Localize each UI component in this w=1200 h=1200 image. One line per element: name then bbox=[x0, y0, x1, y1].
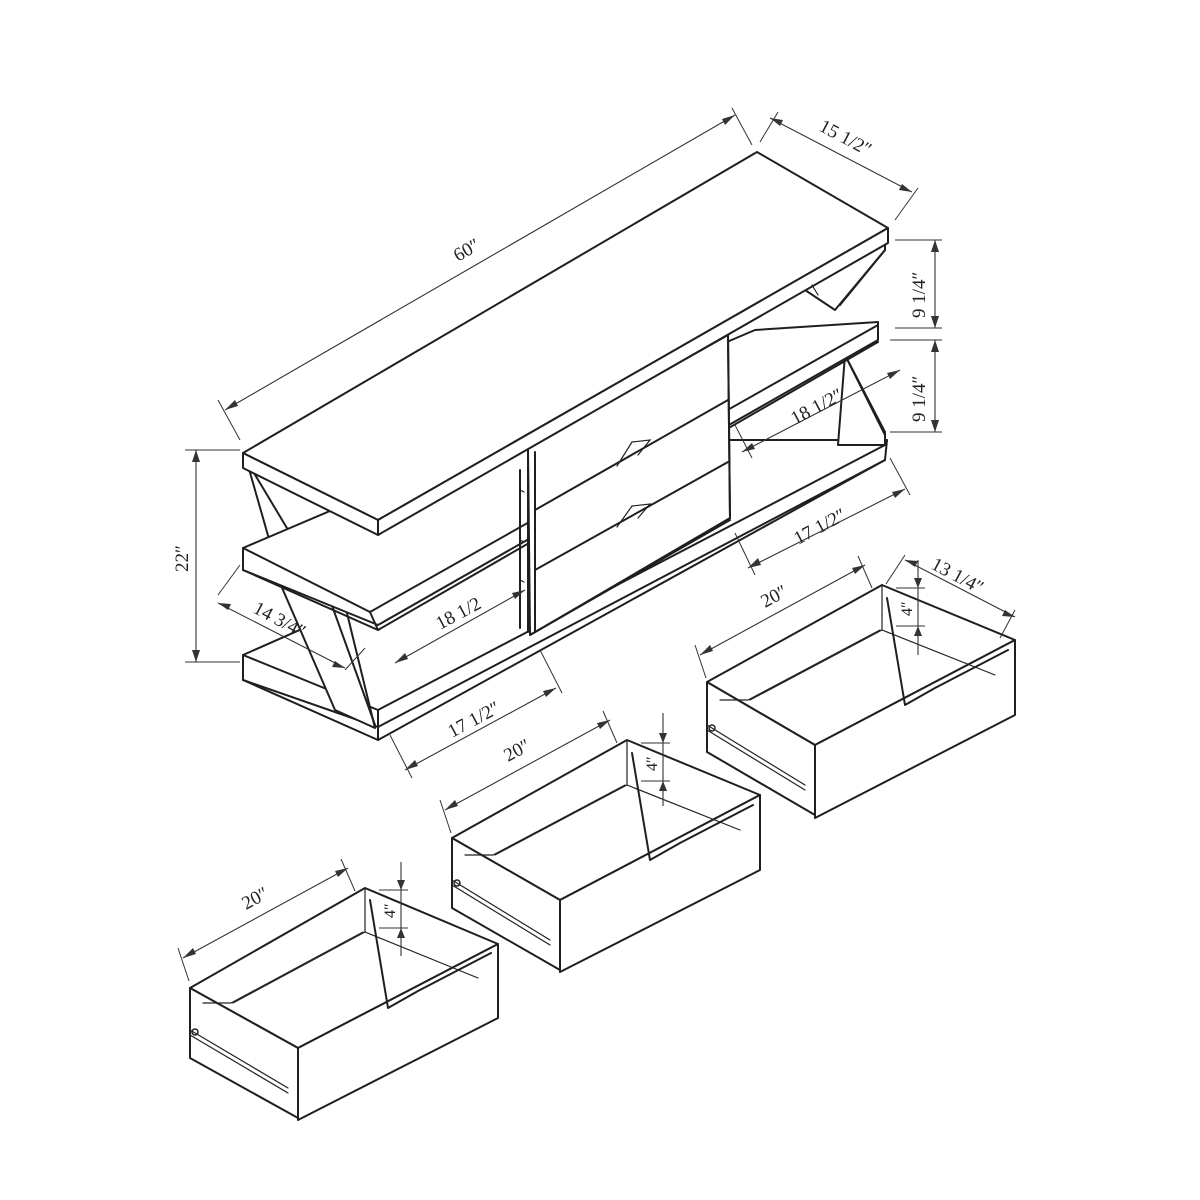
drawer-2-length-label: 20″ bbox=[500, 735, 534, 766]
drawer-1-height-label: 4″ bbox=[899, 601, 916, 616]
upper-gap-dimension-label: 9 1/4″ bbox=[909, 272, 930, 318]
height-dimension-label: 22″ bbox=[172, 545, 193, 572]
drawer-1: 20″ 13 1/4″ 4″ bbox=[694, 554, 1016, 819]
top-panel bbox=[242, 151, 889, 536]
depth-dimension-label: 15 1/2″ bbox=[816, 116, 875, 161]
drawer-3: 20″ 4″ bbox=[177, 858, 499, 1121]
drawer-2: 20″ 4″ bbox=[439, 710, 761, 973]
drawer-3-height-label: 4″ bbox=[382, 903, 399, 918]
drawer-3-length-label: 20″ bbox=[238, 883, 272, 914]
right-shelf-width-label: 17 1/2″ bbox=[790, 505, 849, 550]
drawer-1-width-label: 13 1/4″ bbox=[928, 554, 987, 599]
lower-gap-dimension-label: 9 1/4″ bbox=[909, 376, 930, 422]
width-dimension-label: 60″ bbox=[450, 235, 484, 267]
left-shelf-width-label: 17 1/2″ bbox=[444, 698, 503, 743]
drawer-2-height-label: 4″ bbox=[644, 756, 661, 771]
right-shelf-depth-label: 18 1/2″ bbox=[787, 385, 846, 430]
